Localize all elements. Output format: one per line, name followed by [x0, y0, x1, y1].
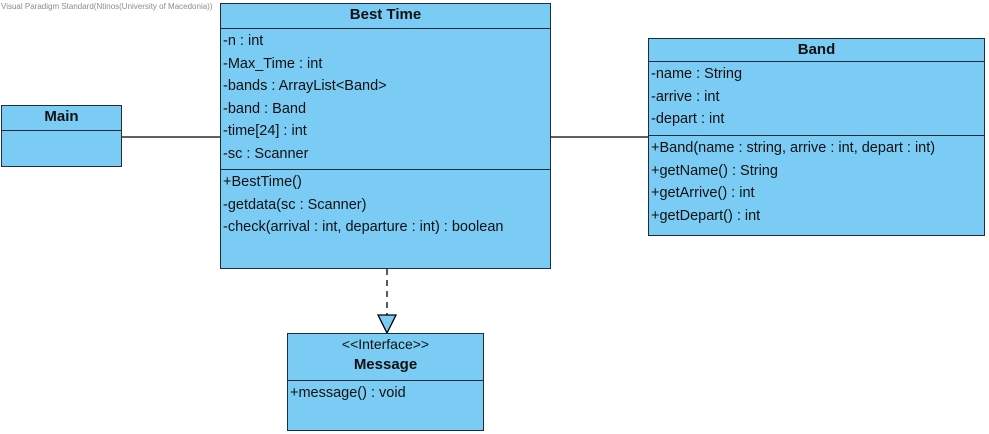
operation-band-constructor: +Band(name : string, arrive : int, depar…: [651, 140, 936, 156]
attribute-max-time: -Max_Time : int: [223, 55, 323, 72]
realization-arrowhead: [376, 314, 398, 335]
interface-message-operations: +message() : void: [288, 381, 483, 405]
attribute-time: -time[24] : int: [223, 123, 307, 140]
class-band-attributes: -name : String -arrive : int -depart : i…: [649, 62, 984, 136]
class-main[interactable]: Main: [1, 105, 122, 167]
interface-message[interactable]: <<Interface>> Message +message() : void: [287, 333, 484, 431]
class-band-operations: +Band(name : string, arrive : int, depar…: [649, 136, 984, 227]
attribute-n: -n : int: [223, 33, 264, 49]
operation-getname: +getName() : String: [651, 162, 778, 179]
attribute-band: -band : Band: [223, 100, 307, 117]
class-band-name: Band: [649, 39, 984, 62]
attribute-arrive: -arrive : int: [651, 88, 720, 105]
operation-getdepart: +getDepart() : int: [651, 207, 761, 224]
watermark-text: Visual Paradigm Standard(Ntinos(Universi…: [1, 2, 213, 11]
attribute-name: -name : String: [651, 66, 743, 82]
attribute-sc: -sc : Scanner: [223, 145, 309, 162]
operation-message: +message() : void: [290, 385, 406, 401]
operation-getdata: -getdata(sc : Scanner): [223, 196, 367, 213]
attribute-depart: -depart : int: [651, 111, 725, 128]
attribute-bands: -bands : ArrayList<Band>: [223, 78, 387, 95]
class-best-time[interactable]: Best Time -n : int -Max_Time : int -band…: [220, 3, 551, 269]
operation-besttime: +BestTime(): [223, 174, 302, 190]
operation-getarrive: +getArrive() : int: [651, 185, 755, 202]
interface-message-name: Message: [353, 356, 418, 373]
interface-message-header: <<Interface>> Message: [288, 334, 483, 381]
class-best-time-operations: +BestTime() -getdata(sc : Scanner) -chec…: [221, 170, 550, 239]
operation-check: -check(arrival : int, departure : int) :…: [223, 219, 504, 236]
class-band[interactable]: Band -name : String -arrive : int -depar…: [648, 38, 985, 236]
class-best-time-attributes: -n : int -Max_Time : int -bands : ArrayL…: [221, 29, 550, 170]
class-main-name: Main: [2, 106, 121, 131]
interface-stereotype: <<Interface>>: [341, 336, 430, 352]
class-best-time-name: Best Time: [221, 4, 550, 29]
